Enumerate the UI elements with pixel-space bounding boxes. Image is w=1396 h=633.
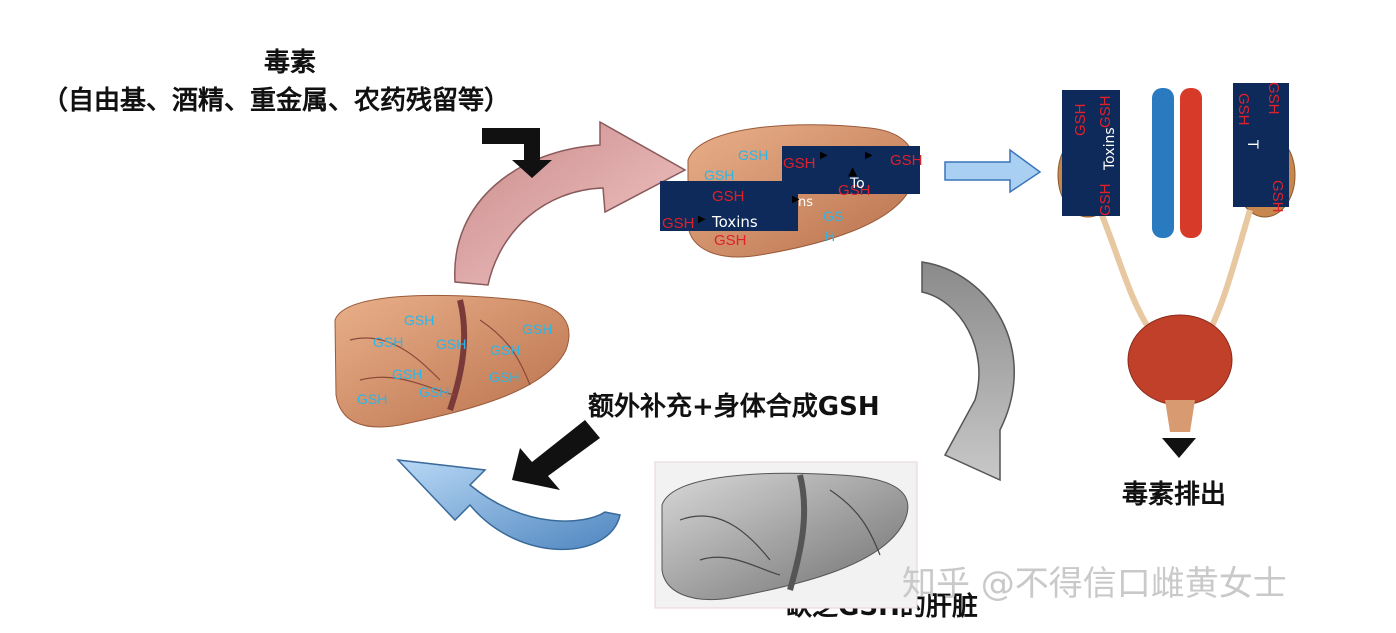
excretion-arrow — [1162, 438, 1196, 458]
excretion-label: 毒素排出 — [1122, 480, 1227, 510]
toxin-sources: （自由基、酒精、重金属、农药残留等） — [42, 86, 511, 116]
pointer-icon: ▶ — [865, 150, 873, 161]
cycle-arrow-grey — [921, 261, 1015, 482]
bladder — [1127, 314, 1233, 406]
toxins-label: Toxins — [712, 213, 758, 231]
cycle-arrow-blue — [396, 459, 621, 551]
ns-label: ns — [798, 195, 814, 210]
watermark: 知乎 @不得信口雌黄女士 — [902, 564, 1287, 604]
ureter-left — [1097, 208, 1153, 332]
to-label: To — [850, 176, 865, 192]
vein — [1152, 88, 1174, 238]
gsh-label: GSH — [712, 188, 745, 205]
gsh-label: GSH — [1269, 180, 1286, 213]
gsh-label: GSH — [714, 232, 747, 249]
toxins-label: Toxins — [1102, 127, 1118, 170]
gsh-label: GSH — [489, 369, 520, 385]
toxin-title: 毒素 — [264, 48, 317, 78]
gsh-label: GSH — [890, 152, 923, 169]
supplement-arrow — [512, 420, 600, 490]
gsh-label: GSH — [419, 384, 450, 400]
artery — [1180, 88, 1202, 238]
ureter-right — [1207, 209, 1253, 332]
supplement-label: 额外补充+身体合成GSH — [588, 392, 880, 422]
gsh-label: GSH — [783, 155, 816, 172]
pointer-icon: ▶ — [698, 214, 706, 225]
toxin-entry-arrow — [482, 128, 552, 178]
gsh-label: GSH — [436, 336, 467, 352]
gsh-label: GSH — [662, 215, 695, 232]
gsh-label: GSH — [738, 147, 769, 163]
gsh-label: GSH — [1097, 183, 1114, 216]
cycle-arrow-pink — [454, 120, 687, 286]
gsh-label: GSH — [1235, 93, 1252, 126]
gsh-label: GSH — [490, 342, 521, 358]
h-label: H — [825, 228, 836, 244]
pointer-icon: ▶ — [792, 194, 800, 205]
gsh-label: GSH — [1265, 82, 1282, 115]
gs-label: GS — [823, 208, 844, 224]
gsh-label: GSH — [392, 366, 423, 382]
kidney-toxin-box-left — [1062, 90, 1120, 216]
gsh-label: GSH — [1072, 103, 1089, 136]
healthy-liver — [334, 294, 570, 428]
pointer-icon: ▲ — [848, 164, 858, 178]
gsh-label: GSH — [1097, 95, 1114, 128]
toxin-box-lower — [660, 181, 798, 231]
gsh-label: GSH — [404, 312, 435, 328]
gsh-label: GSH — [704, 167, 735, 183]
toxin-box-upper — [782, 146, 920, 194]
gsh-label: GSH — [357, 391, 388, 407]
gsh-label: GSH — [373, 334, 404, 350]
kidney-toxin-box-right — [1233, 83, 1289, 207]
t-label: T — [1244, 140, 1260, 149]
gsh-label: GSH — [838, 182, 871, 199]
gsh-label: GSH — [522, 321, 553, 337]
deficient-liver — [661, 472, 909, 601]
pointer-icon: ▶ — [820, 150, 828, 161]
to-kidney-arrow — [944, 148, 1042, 194]
